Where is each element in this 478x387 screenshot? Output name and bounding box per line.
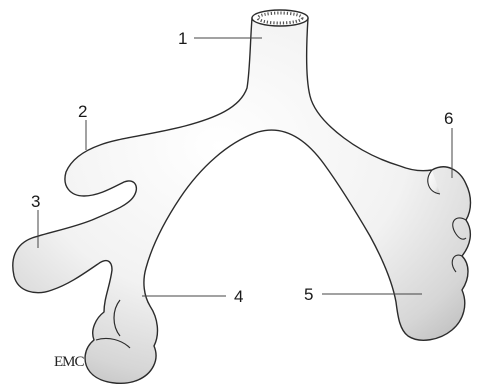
label-3: 3 bbox=[31, 192, 40, 211]
label-2: 2 bbox=[78, 102, 87, 121]
label-1: 1 bbox=[178, 29, 187, 48]
bronchial-tree-shape bbox=[13, 18, 471, 383]
label-6: 6 bbox=[444, 109, 453, 128]
label-4: 4 bbox=[234, 287, 243, 306]
publisher-logo: EMC bbox=[54, 354, 85, 370]
label-5: 5 bbox=[304, 285, 313, 304]
